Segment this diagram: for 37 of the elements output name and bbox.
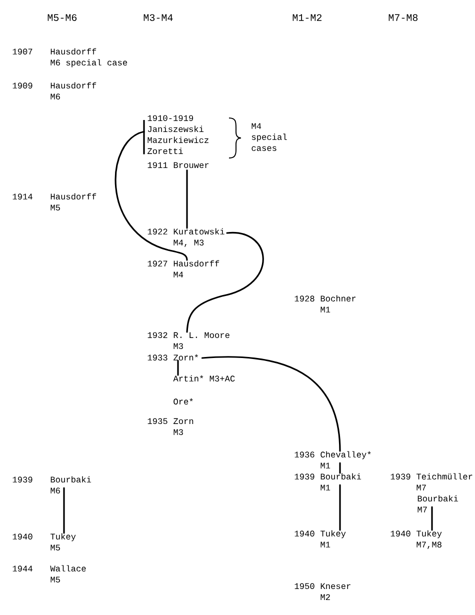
timeline-entry: Bourbaki M7: [418, 495, 458, 512]
column-header: M1-M2: [292, 14, 322, 21]
timeline-entry: 1950 Kneser M2: [294, 583, 350, 600]
timeline-entry: 1940 Tukey M7,M8: [390, 530, 442, 549]
connector-line: [114, 130, 188, 261]
bracket-note: M4 special cases: [252, 123, 287, 151]
timeline-entry: 1944 Wallace M5: [12, 565, 86, 583]
timeline-entry: 1910-1919 Janiszewski Mazurkiewicz Zoretti: [148, 115, 208, 154]
connector-line: [431, 506, 433, 531]
connector-line: [186, 232, 264, 333]
timeline-entry: 1936 Chevalley* M1: [294, 451, 371, 468]
timeline-entry: 1907 Hausdorff M6 special case: [12, 48, 128, 68]
timeline-entry: 1911 Brouwer: [148, 162, 209, 168]
timeline-entry: 1940 Tukey M1: [294, 530, 346, 548]
timeline-entry: Artin* M3+AC: [173, 375, 235, 382]
timeline-entry: 1940 Tukey M5: [12, 533, 76, 551]
connector-line: [339, 462, 341, 474]
timeline-entry: 1933 Zorn*: [148, 354, 198, 360]
timeline-entry: 1932 R. L. Moore M3: [148, 332, 230, 350]
column-header: M7-M8: [388, 14, 418, 21]
timeline-entry: 1939 Bourbaki M1: [294, 473, 362, 490]
timeline-entry: 1935 Zorn M3: [148, 418, 194, 436]
connector-line: [186, 169, 188, 229]
timeline-entry: 1909 Hausdorff M6: [12, 82, 96, 100]
timeline-entry: 1914 Hausdorff M5: [12, 193, 96, 211]
timeline-entry: 1939 Teichmüller M7: [390, 473, 472, 490]
timeline-entry: 1927 Hausdorff M4: [148, 260, 220, 278]
column-header: M3-M4: [144, 14, 173, 21]
connector-line: [201, 356, 341, 452]
connector-line: [63, 487, 65, 534]
timeline-entry: 1928 Bochner M1: [294, 295, 356, 312]
timeline-entry: Ore*: [174, 398, 193, 404]
timeline-entry: 1922 Kuratowski M4, M3: [148, 228, 224, 247]
connector-line: [339, 484, 341, 531]
timeline-entry: 1939 Bourbaki M6: [12, 476, 92, 494]
connector-line: [177, 360, 179, 376]
column-header: M5-M6: [48, 14, 77, 21]
